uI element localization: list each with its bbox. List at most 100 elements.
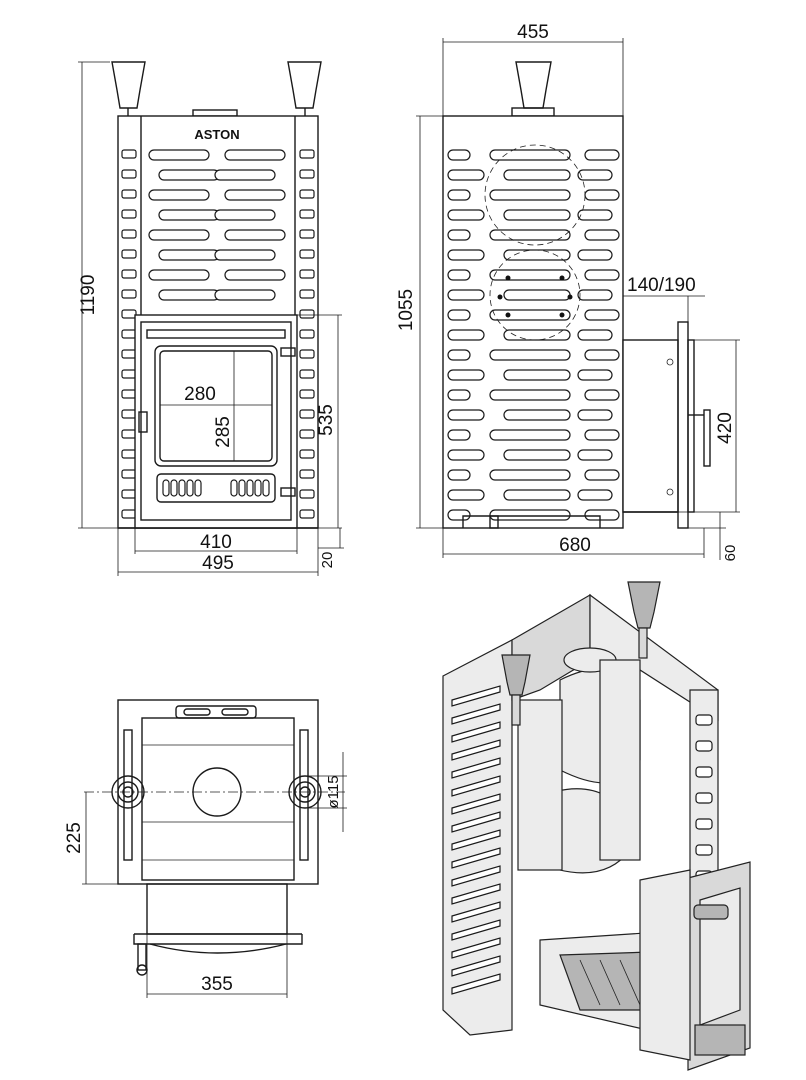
front-slot xyxy=(158,169,220,181)
front-side-bar xyxy=(121,509,137,519)
vent-slot xyxy=(254,479,262,497)
side-slot xyxy=(447,469,471,481)
front-slot xyxy=(158,249,220,261)
front-side-bar xyxy=(299,169,315,179)
side-slot xyxy=(577,369,613,381)
side-slot xyxy=(503,169,571,181)
front-left-cup xyxy=(111,61,146,109)
iso-slot xyxy=(451,829,501,851)
dim-side-width: 455 xyxy=(517,22,549,43)
front-side-bar xyxy=(299,329,315,339)
front-right-cup xyxy=(287,61,322,109)
side-slot xyxy=(584,429,620,441)
front-side-bar xyxy=(299,349,315,359)
front-side-bar xyxy=(299,229,315,239)
side-slot xyxy=(447,389,471,401)
side-slot xyxy=(447,149,471,161)
front-side-bar xyxy=(299,509,315,519)
front-side-bar xyxy=(121,229,137,239)
side-slot xyxy=(577,249,613,261)
side-slot xyxy=(447,429,471,441)
vent-slot xyxy=(162,479,170,497)
iso-slot xyxy=(451,739,501,761)
side-slot xyxy=(489,389,571,401)
vent-slot xyxy=(170,479,178,497)
iso-slot xyxy=(451,685,501,707)
front-slot xyxy=(224,149,286,161)
front-side-bar xyxy=(121,209,137,219)
front-slot xyxy=(148,189,210,201)
side-slot xyxy=(447,409,485,421)
side-slot xyxy=(489,509,571,521)
front-slot xyxy=(148,229,210,241)
vent-slot xyxy=(186,479,194,497)
side-slot xyxy=(489,429,571,441)
front-side-bar xyxy=(121,309,137,319)
side-slot xyxy=(447,369,485,381)
side-slot xyxy=(447,509,471,521)
front-side-bar xyxy=(121,449,137,459)
side-slot xyxy=(447,209,485,221)
side-slot xyxy=(577,289,613,301)
iso-slot xyxy=(451,955,501,977)
iso-slot xyxy=(695,792,713,804)
side-view xyxy=(442,61,711,529)
iso-slot xyxy=(695,740,713,752)
dim-firebox-height: 285 xyxy=(213,416,234,448)
iso-slot xyxy=(451,919,501,941)
side-slot xyxy=(489,309,571,321)
side-slot xyxy=(489,189,571,201)
front-side-bar xyxy=(121,349,137,359)
side-slot xyxy=(447,329,485,341)
front-slots xyxy=(148,149,286,301)
front-side-bar xyxy=(299,469,315,479)
dim-tunnel-length: 140/190 xyxy=(627,275,696,296)
front-side-bar xyxy=(121,469,137,479)
front-side-bar xyxy=(121,149,137,159)
front-slot xyxy=(214,209,276,221)
front-side-bar xyxy=(121,189,137,199)
side-slot xyxy=(503,489,571,501)
side-slot xyxy=(503,249,571,261)
iso-slot xyxy=(451,811,501,833)
front-side-bar xyxy=(121,329,137,339)
side-slot xyxy=(584,269,620,281)
dim-firebox-width: 280 xyxy=(184,384,216,405)
iso-cup-right xyxy=(627,581,661,629)
front-side-bar xyxy=(121,369,137,379)
dim-inner-width: 410 xyxy=(200,532,232,553)
side-slot xyxy=(577,169,613,181)
front-side-bar xyxy=(121,289,137,299)
dim-top-depth: 225 xyxy=(64,822,85,854)
front-slot xyxy=(148,269,210,281)
iso-slot xyxy=(451,937,501,959)
front-view: ASTON xyxy=(111,61,322,529)
side-slot xyxy=(584,469,620,481)
dim-front-height: 1190 xyxy=(78,275,99,316)
vent-slot xyxy=(262,479,270,497)
vent-slot xyxy=(230,479,238,497)
front-slot xyxy=(148,149,210,161)
front-slot xyxy=(214,289,276,301)
side-cup xyxy=(515,61,552,109)
front-side-bar xyxy=(121,169,137,179)
front-slot xyxy=(214,249,276,261)
iso-slot xyxy=(695,766,713,778)
vent-slot xyxy=(178,479,186,497)
front-side-bar xyxy=(299,249,315,259)
side-slot xyxy=(584,189,620,201)
side-slot xyxy=(489,149,571,161)
side-tunnel xyxy=(622,339,679,513)
iso-slot xyxy=(451,757,501,779)
front-side-bar xyxy=(121,489,137,499)
front-side-bar xyxy=(299,269,315,279)
side-slot xyxy=(447,449,485,461)
iso-slot xyxy=(451,883,501,905)
dim-side-height: 1055 xyxy=(396,289,417,331)
front-side-bar xyxy=(299,409,315,419)
side-slot xyxy=(584,389,620,401)
dim-top-door-width: 355 xyxy=(201,974,233,995)
iso-cup-left xyxy=(501,654,531,696)
side-slot xyxy=(577,329,613,341)
iso-slot xyxy=(451,901,501,923)
